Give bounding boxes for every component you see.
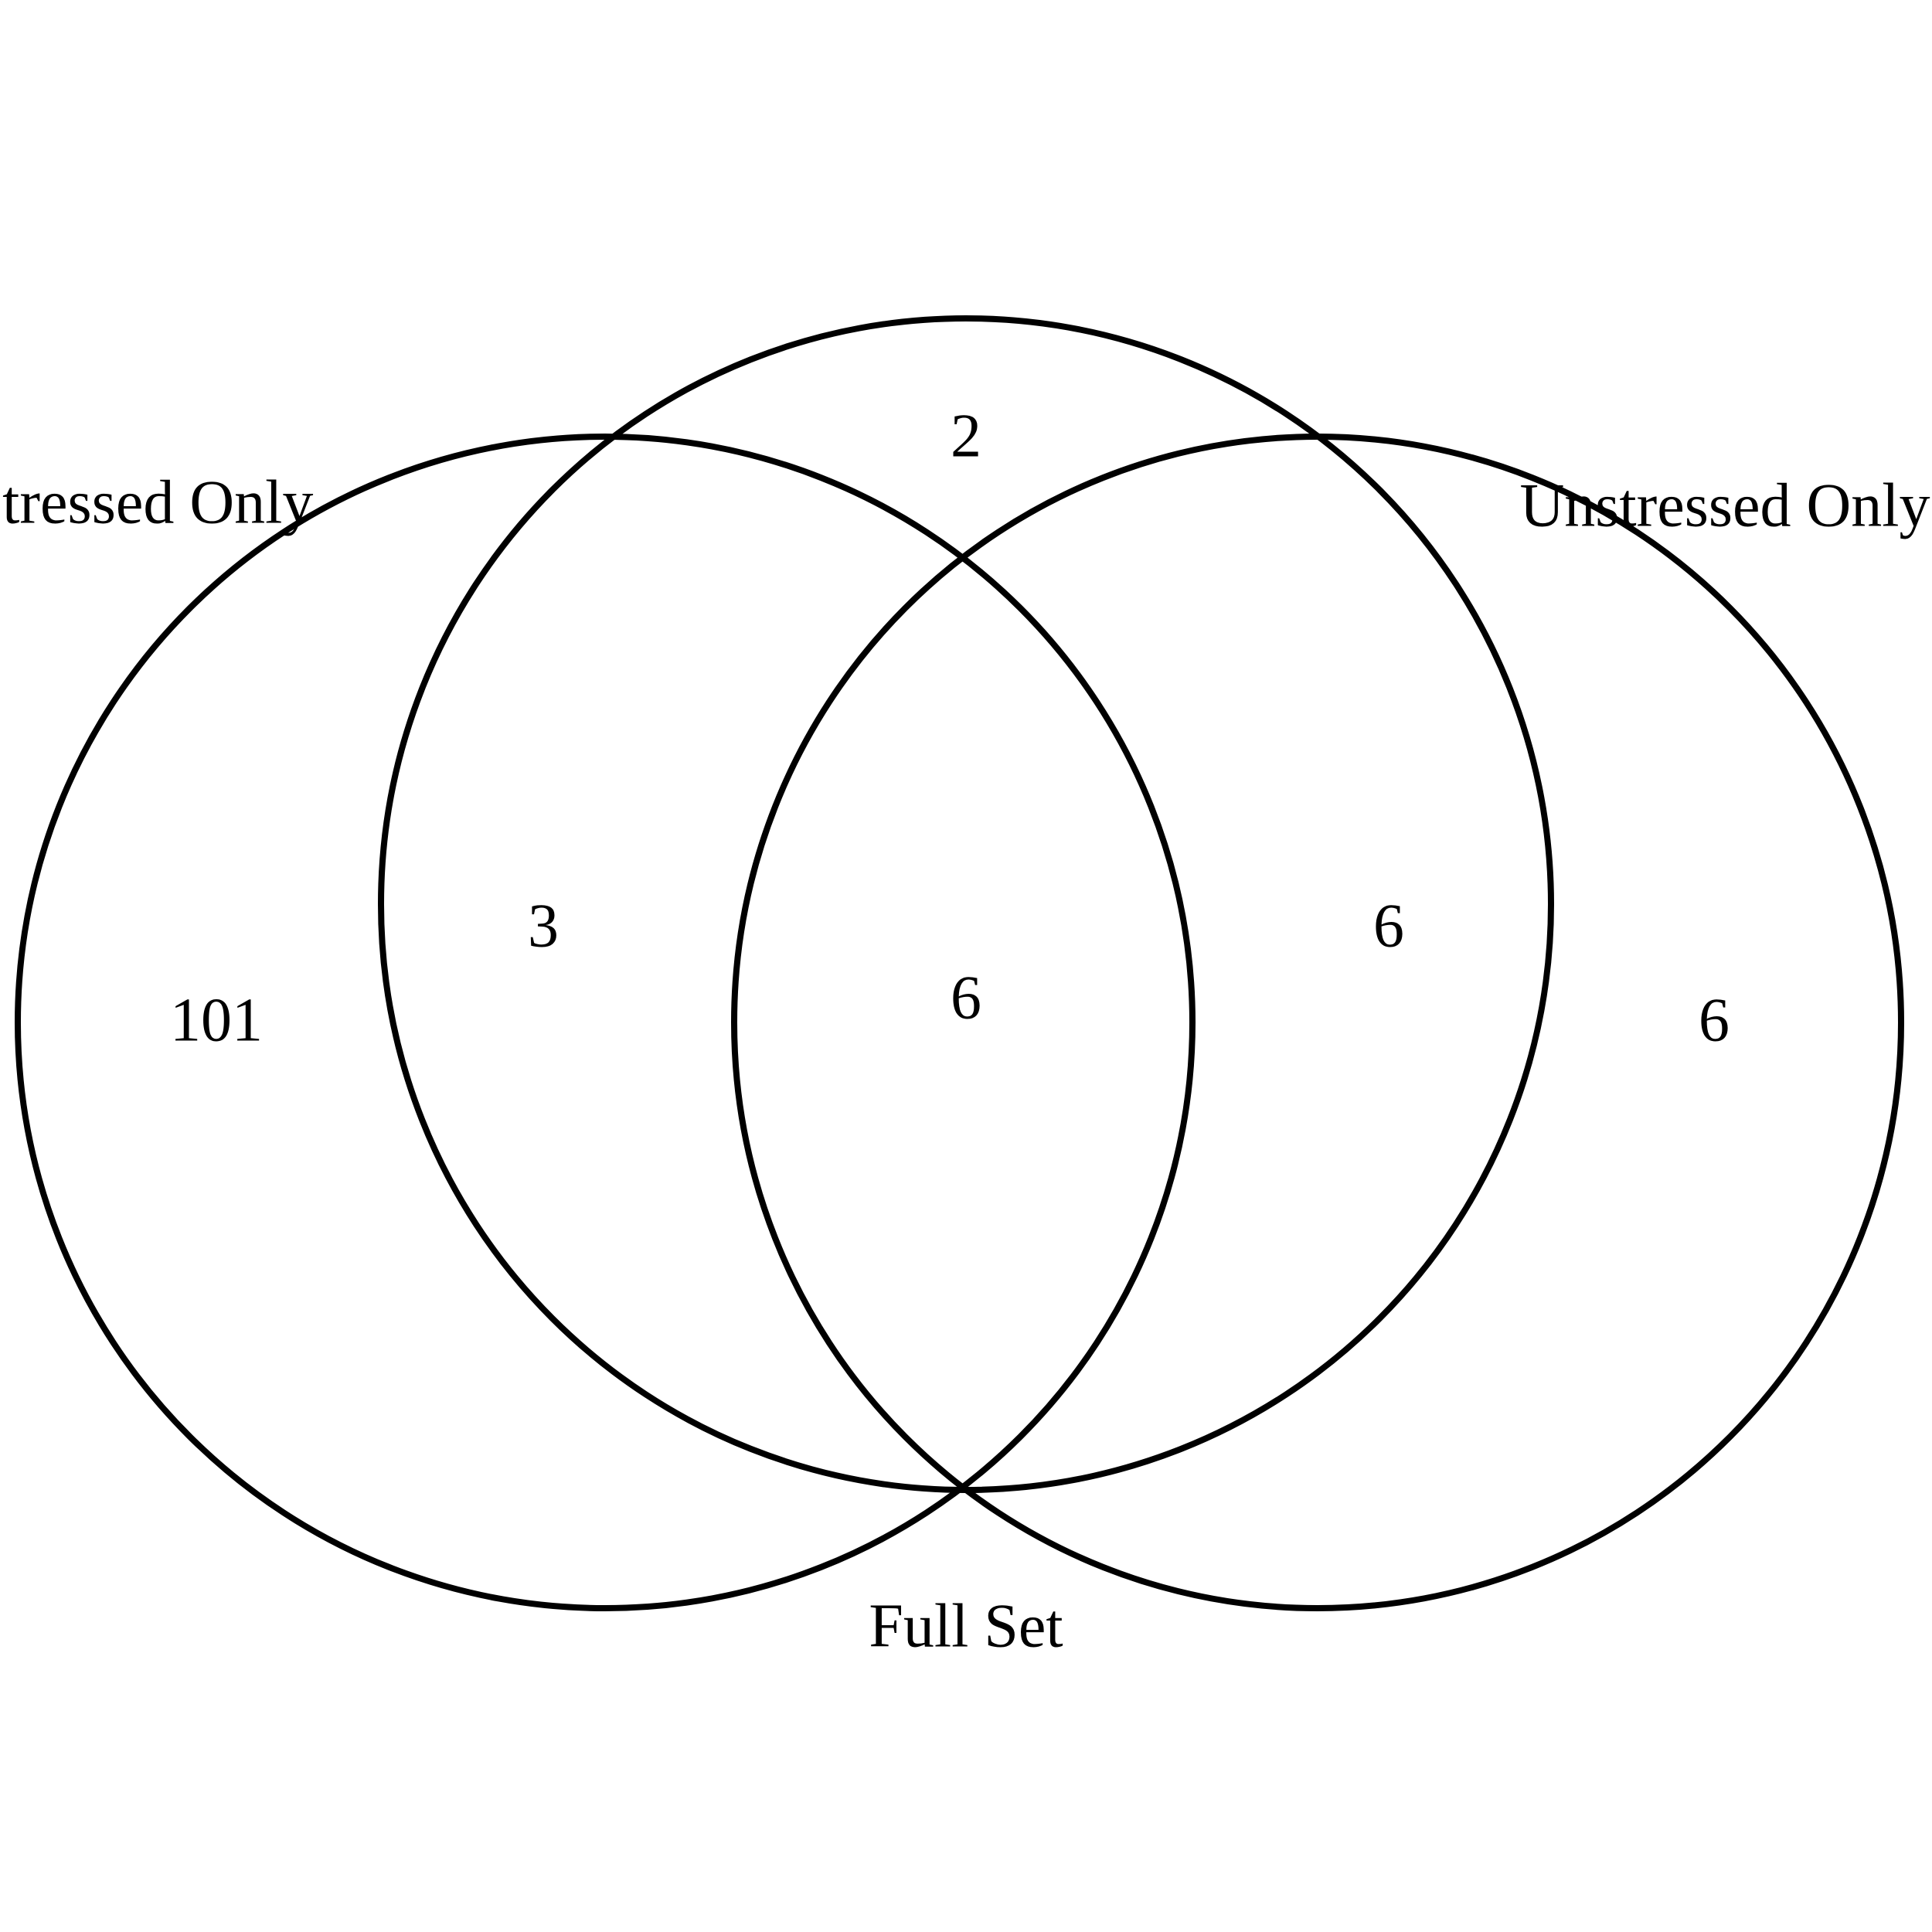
stressed-only-exclusive-count: 101 — [170, 986, 263, 1054]
all-three-count: 6 — [951, 964, 981, 1032]
stressed-only-label: Stressed Only — [0, 468, 313, 536]
full-and-unstressed-count: 6 — [1373, 892, 1404, 960]
unstressed-only-exclusive-count: 6 — [1699, 986, 1730, 1054]
full-set-exclusive-count: 2 — [951, 402, 981, 470]
unstressed-only-circle — [731, 434, 1904, 1611]
stressed-only-circle — [15, 434, 1196, 1611]
stressed-and-full-count: 3 — [528, 892, 559, 960]
full-set-label: Full Set — [869, 1592, 1063, 1660]
unstressed-only-label: Unstressed Only — [1519, 471, 1930, 539]
